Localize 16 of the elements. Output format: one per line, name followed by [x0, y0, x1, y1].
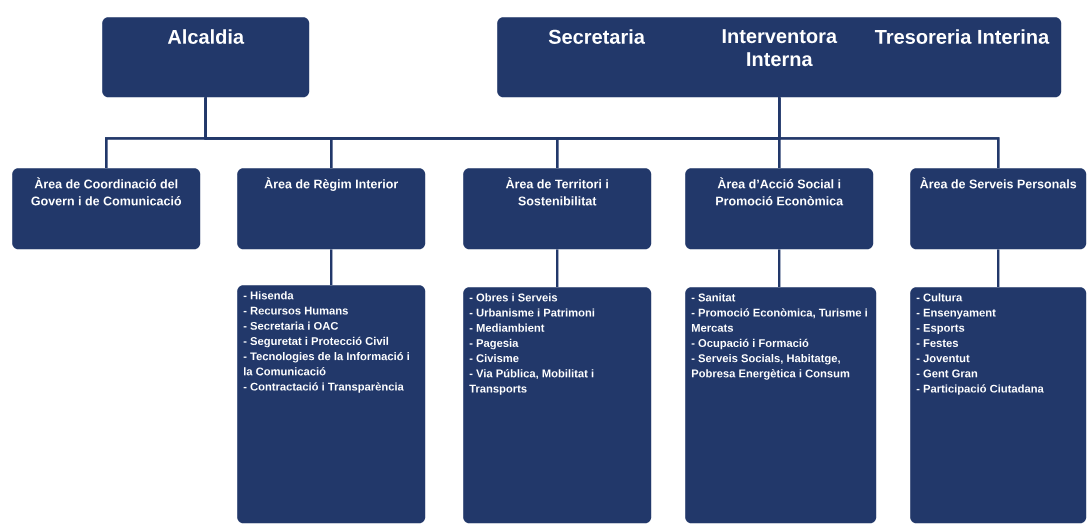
service-list-box: - Sanitat - Promoció Econòmica, Turisme i Mercats - Ocupació i Formació - Serveis Socials, Habitatge, Pobresa Energètica i Consum [685, 287, 877, 524]
service-list-box: - Hisenda - Recursos Humans - Secretaria i OAC - Seguretat i Protecció Civil - Tecnologies de la Informació i la Comunicació - Contractació i Transparència [237, 285, 426, 524]
area-box: Àrea d’Acció Social i Promoció Econòmica [685, 168, 874, 250]
service-list-box: - Cultura - Ensenyament - Esports - Festes - Joventut - Gent Gran - Participació Ciutadana [910, 287, 1087, 524]
area-box: Àrea de Territori i Sostenibilitat [463, 168, 652, 250]
office-box: Secretaria Interventora Interna Tresoreria Interina [497, 17, 1062, 98]
connector-line [997, 249, 1000, 287]
service-list-box: - Obres i Serveis - Urbanisme i Patrimoni - Mediambient - Pagesia - Civisme - Via Pública, Mobilitat i Transports [463, 287, 652, 524]
connector-line [556, 249, 559, 287]
connector-line [778, 97, 1000, 168]
office-box: Alcaldia [102, 17, 310, 98]
area-box: Àrea de Serveis Personals [910, 168, 1087, 250]
connector-line [778, 249, 781, 287]
connector-line [330, 249, 333, 285]
area-box: Àrea de Coordinació del Govern i de Comunicació [12, 168, 201, 250]
area-box: Àrea de Règim Interior [237, 168, 426, 250]
